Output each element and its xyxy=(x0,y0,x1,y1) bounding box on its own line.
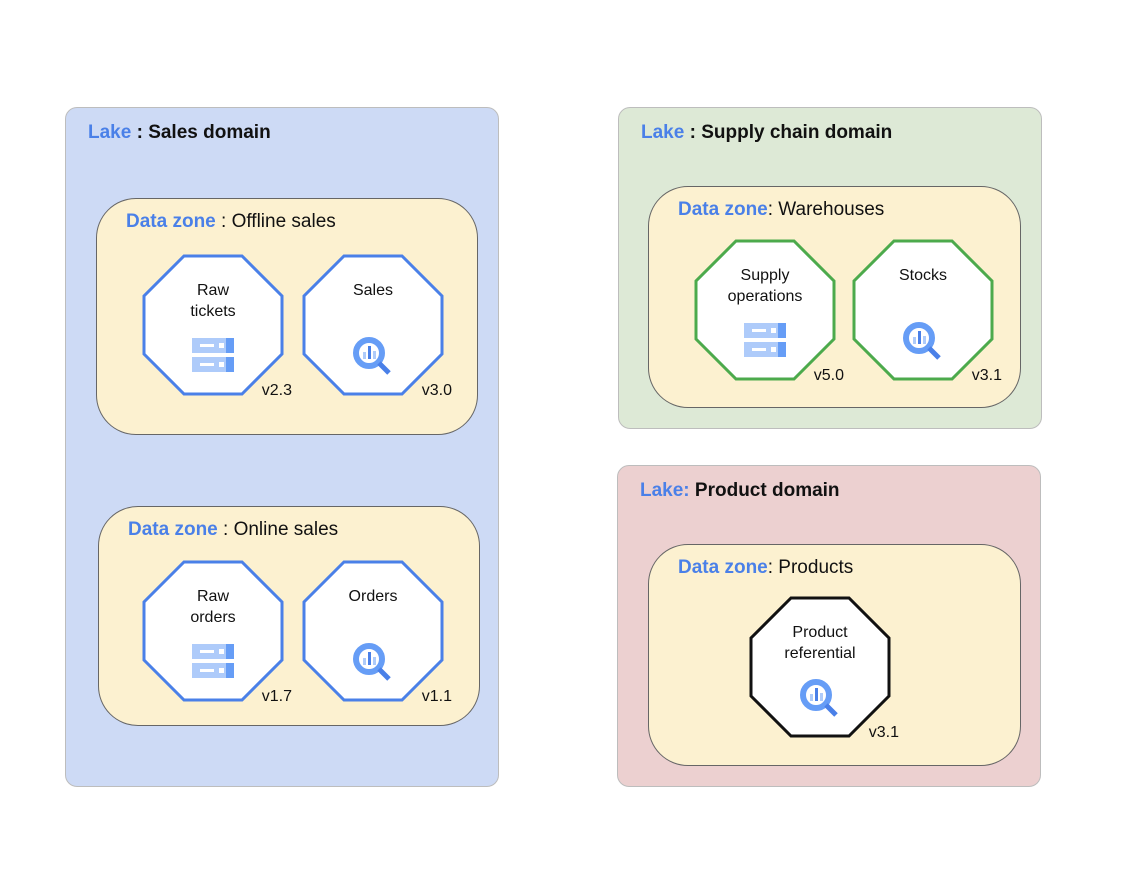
zone-name: : Online sales xyxy=(217,519,339,540)
data-product[interactable]: Stocks v3.1 xyxy=(852,239,1002,384)
product-name: Product referential xyxy=(784,624,856,662)
octagon-shape xyxy=(694,239,836,381)
product-version: v5.0 xyxy=(813,367,844,384)
bigquery-icon xyxy=(799,678,841,725)
zone-name: : Warehouses xyxy=(767,199,885,220)
product-name: Raw orders xyxy=(190,588,236,626)
storage-icon xyxy=(744,323,786,364)
product-name: Raw tickets xyxy=(190,282,236,320)
product-version: v1.1 xyxy=(421,688,452,705)
product-version: v2.3 xyxy=(261,382,292,399)
zone-prefix: Data zone xyxy=(678,199,768,220)
data-product[interactable]: Raw tickets v2.3 xyxy=(142,254,292,399)
bigquery-icon xyxy=(902,321,944,368)
product-version: v1.7 xyxy=(261,688,292,705)
product-version: v3.1 xyxy=(868,724,899,741)
data-product[interactable]: Sales v3.0 xyxy=(302,254,452,399)
lake-title: Lake : Supply chain domain xyxy=(641,122,892,144)
lake-prefix: Lake: xyxy=(640,480,690,501)
octagon-shape xyxy=(142,560,284,702)
product-name: Stocks xyxy=(898,267,947,284)
octagon-shape xyxy=(142,254,284,396)
lake-title: Lake: Product domain xyxy=(640,480,840,502)
octagon-shape xyxy=(302,560,444,702)
product-name: Sales xyxy=(352,282,394,299)
zone-title: Data zone: Products xyxy=(678,557,853,579)
bigquery-icon xyxy=(352,336,394,383)
data-product[interactable]: Product referential v3.1 xyxy=(749,596,899,741)
product-version: v3.1 xyxy=(971,367,1002,384)
product-name: Supply operations xyxy=(727,267,803,305)
lake-name: Product domain xyxy=(689,480,840,501)
zone-name: : Offline sales xyxy=(215,211,336,232)
lake-prefix: Lake xyxy=(88,122,132,143)
zone-title: Data zone: Warehouses xyxy=(678,199,884,221)
lake-name: : Sales domain xyxy=(131,122,271,143)
zone-title: Data zone : Offline sales xyxy=(126,211,336,233)
octagon-shape xyxy=(302,254,444,396)
zone-prefix: Data zone xyxy=(126,211,216,232)
octagon-shape xyxy=(749,596,891,738)
bigquery-icon xyxy=(352,642,394,689)
lake-name: : Supply chain domain xyxy=(684,122,893,143)
octagon-shape xyxy=(852,239,994,381)
data-product[interactable]: Orders v1.1 xyxy=(302,560,452,705)
data-product[interactable]: Supply operations v5.0 xyxy=(694,239,844,384)
lake-prefix: Lake xyxy=(641,122,685,143)
zone-name: : Products xyxy=(767,557,854,578)
product-version: v3.0 xyxy=(421,382,452,399)
product-name: Orders xyxy=(348,588,398,605)
storage-icon xyxy=(192,644,234,685)
zone-title: Data zone : Online sales xyxy=(128,519,338,541)
zone-prefix: Data zone xyxy=(128,519,218,540)
lake-title: Lake : Sales domain xyxy=(88,122,271,144)
storage-icon xyxy=(192,338,234,379)
data-product[interactable]: Raw orders v1.7 xyxy=(142,560,292,705)
zone-prefix: Data zone xyxy=(678,557,768,578)
